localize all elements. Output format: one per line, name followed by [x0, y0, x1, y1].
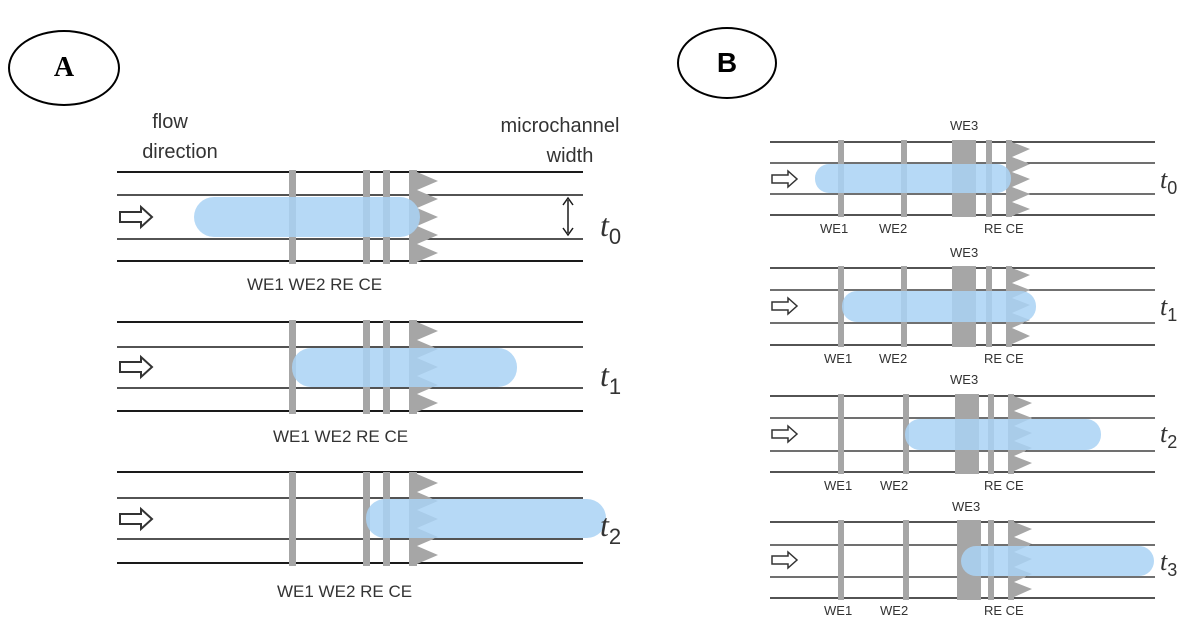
microchannel-width-label-line2: width: [546, 145, 594, 167]
electrode-labels: WE1 WE2 RE CE: [273, 427, 408, 446]
flow-direction-label-line1: flow: [152, 111, 188, 133]
we2-label: WE2: [880, 478, 908, 493]
flow-arrow-icon: [771, 169, 799, 189]
panel-a-row-t2: t2 WE1 WE2 RE CE: [117, 471, 621, 601]
panel-a-row-t1: t1 WE1 WE2 RE CE: [117, 320, 621, 446]
electrode-we1: [838, 266, 844, 347]
we1-label: WE1: [820, 221, 848, 236]
ce-teeth: [417, 172, 438, 262]
we2-label: WE2: [880, 603, 908, 617]
sample-plug: [194, 197, 420, 237]
sample-plug: [905, 419, 1101, 450]
double-arrow-icon: [562, 196, 574, 237]
we3-label: WE3: [950, 372, 978, 387]
sample-plug: [815, 164, 1011, 193]
sample-plug: [292, 348, 517, 387]
panel-b-row-t2: WE3 t2 WE1 WE2 RE CE: [770, 372, 1177, 493]
we1-label: WE1: [824, 603, 852, 617]
microchannel-width-label-line1: microchannel: [501, 115, 620, 137]
rece-label: RE CE: [984, 603, 1024, 617]
panel-b-row-t0: WE3 t0 WE1 WE2 RE CE: [770, 118, 1177, 236]
we3-label: WE3: [950, 245, 978, 260]
we3-label: WE3: [950, 118, 978, 133]
we2-label: WE2: [879, 221, 907, 236]
panel-a-row-t0: t0 WE1 WE2 RE CE: [117, 170, 621, 294]
we3-label: WE3: [952, 499, 980, 514]
we2-label: WE2: [879, 351, 907, 366]
electrode-labels: WE1 WE2 RE CE: [247, 275, 382, 294]
time-label-t0: t0: [600, 207, 621, 249]
sample-plug: [366, 499, 606, 538]
flow-arrow-icon: [771, 424, 799, 444]
ce-teeth: [1012, 142, 1030, 216]
panel-b-row-t3: WE3 t3 WE1 WE2 RE CE: [770, 499, 1177, 617]
flow-arrow-icon: [771, 550, 799, 570]
flow-arrow-icon: [771, 296, 799, 316]
time-label-t1: t1: [600, 357, 621, 399]
time-label-t0: t0: [1160, 165, 1177, 198]
flow-direction-label-line2: direction: [142, 141, 218, 163]
electrode-we1: [838, 394, 844, 474]
rece-label: RE CE: [984, 478, 1024, 493]
time-label-t1: t1: [1160, 292, 1177, 325]
we1-label: WE1: [824, 478, 852, 493]
electrode-labels: WE1 WE2 RE CE: [277, 582, 412, 601]
time-label-t3: t3: [1160, 547, 1177, 580]
panel-a-label: A: [8, 30, 120, 106]
sample-plug: [961, 546, 1154, 576]
electrode-we1: [838, 520, 844, 600]
panel-b-label: B: [677, 27, 777, 99]
flow-arrow-icon: [119, 204, 154, 230]
time-label-t2: t2: [600, 507, 621, 549]
panel-b-row-t1: WE3 t1 WE1 WE2 RE CE: [770, 245, 1177, 366]
sample-plug: [842, 291, 1036, 322]
flow-arrow-icon: [119, 506, 154, 532]
we1-label: WE1: [824, 351, 852, 366]
rece-label: RE CE: [984, 221, 1024, 236]
rece-label: RE CE: [984, 351, 1024, 366]
electrode-we2: [903, 520, 909, 600]
panel-a: flow direction microchannel width t0 WE1…: [117, 111, 621, 601]
time-label-t2: t2: [1160, 419, 1177, 452]
flow-arrow-icon: [119, 354, 154, 380]
electrode-we1: [289, 472, 296, 566]
panel-b: WE3 t0 WE1 WE2 RE CE WE3: [770, 118, 1177, 617]
